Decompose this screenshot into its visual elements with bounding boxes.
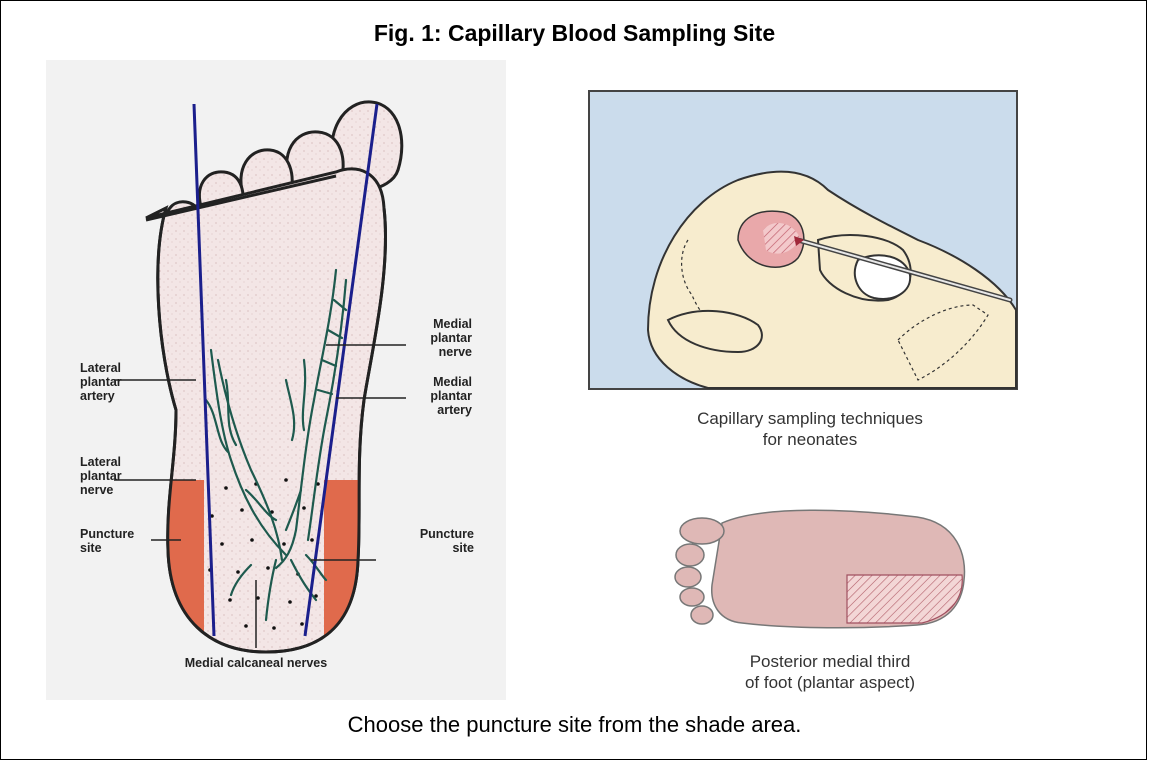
figure-title: Fig. 1: Capillary Blood Sampling Site bbox=[0, 20, 1149, 47]
heel-plantar-illustration bbox=[672, 495, 972, 645]
label-puncture-site-right-1: Puncture bbox=[420, 527, 474, 541]
hand-caption-line-2: for neonates bbox=[600, 429, 1020, 450]
foot-diagram: Lateral plantar artery Lateral plantar n… bbox=[46, 60, 506, 700]
puncture-zone-medial bbox=[324, 480, 384, 680]
heel-caption-line-1: Posterior medial third bbox=[620, 651, 1040, 672]
heel-caption-line-2: of foot (plantar aspect) bbox=[620, 672, 1040, 693]
label-lateral-plantar-artery-3: artery bbox=[80, 389, 115, 403]
label-medial-plantar-nerve-1: Medial bbox=[433, 317, 472, 331]
label-medial-plantar-artery-1: Medial bbox=[433, 375, 472, 389]
hand-caption: Capillary sampling techniques for neonat… bbox=[600, 408, 1020, 450]
label-puncture-site-left-2: site bbox=[80, 541, 102, 555]
label-lateral-plantar-nerve-3: nerve bbox=[80, 483, 113, 497]
label-medial-plantar-artery-3: artery bbox=[437, 403, 472, 417]
hand-caption-line-1: Capillary sampling techniques bbox=[600, 408, 1020, 429]
label-lateral-plantar-artery-1: Lateral bbox=[80, 361, 121, 375]
foot-diagram-panel: Lateral plantar artery Lateral plantar n… bbox=[46, 60, 506, 700]
hand-sampling-illustration bbox=[588, 90, 1018, 390]
label-puncture-site-right-2: site bbox=[452, 541, 474, 555]
label-medial-plantar-nerve-3: nerve bbox=[439, 345, 472, 359]
label-puncture-site-left-1: Puncture bbox=[80, 527, 134, 541]
label-medial-plantar-nerve-2: plantar bbox=[430, 331, 472, 345]
puncture-zone-lateral bbox=[146, 480, 204, 680]
label-lateral-plantar-artery-2: plantar bbox=[80, 375, 122, 389]
label-medial-plantar-artery-2: plantar bbox=[430, 389, 472, 403]
label-lateral-plantar-nerve-2: plantar bbox=[80, 469, 122, 483]
heel-caption: Posterior medial third of foot (plantar … bbox=[620, 651, 1040, 693]
label-medial-calcaneal-nerves: Medial calcaneal nerves bbox=[185, 656, 327, 670]
label-lateral-plantar-nerve-1: Lateral bbox=[80, 455, 121, 469]
figure-caption: Choose the puncture site from the shade … bbox=[0, 712, 1149, 738]
